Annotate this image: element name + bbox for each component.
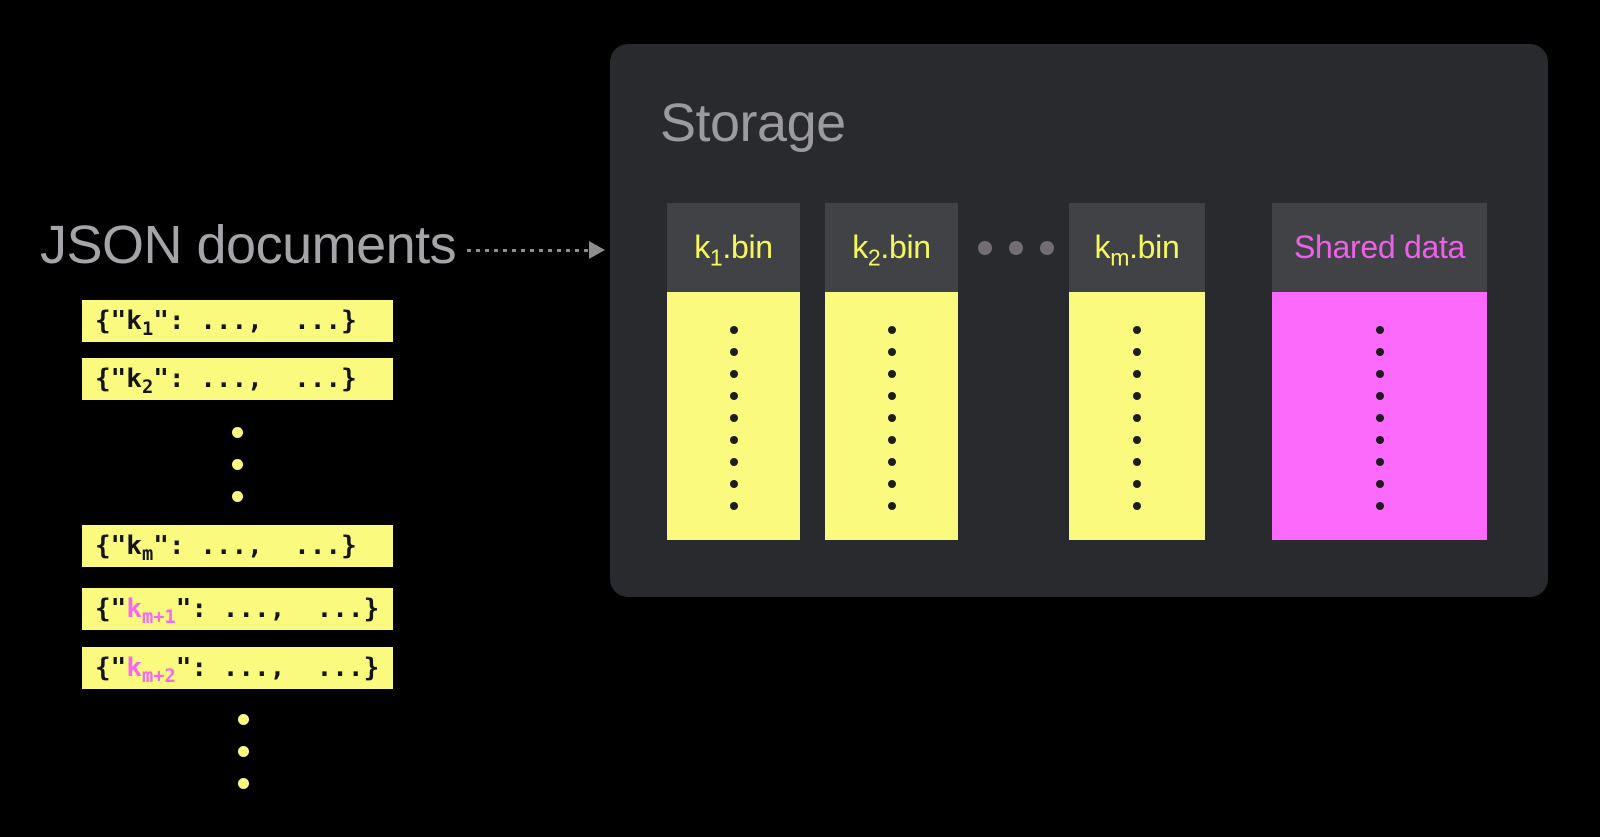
storage-title: Storage [660, 93, 846, 153]
bin-label: k2.bin [852, 229, 931, 271]
vertical-ellipsis-dots [238, 714, 249, 789]
storage-panel: Storage k1.bin k2.bin [610, 44, 1548, 597]
bin-column-k1: k1.bin [667, 203, 800, 540]
bin-body [667, 292, 800, 540]
json-documents-label: JSON documents [40, 215, 457, 275]
bin-header: k2.bin [825, 203, 958, 292]
bin-column-km: km.bin [1069, 203, 1205, 540]
shared-data-header: Shared data [1272, 203, 1487, 292]
json-document-row-km2: {"km+2": ..., ...} [82, 647, 393, 689]
bin-body [825, 292, 958, 540]
bin-label: k1.bin [694, 229, 773, 271]
json-document-row-k2: {"k2": ..., ...} [82, 358, 393, 400]
dotted-line [467, 248, 589, 252]
bin-label: km.bin [1094, 229, 1180, 271]
bin-header: k1.bin [667, 203, 800, 292]
arrowhead-icon [589, 241, 605, 259]
json-document-row-k1: {"k1": ..., ...} [82, 300, 393, 342]
vertical-ellipsis-dots [232, 427, 243, 502]
bin-header: km.bin [1069, 203, 1205, 292]
bin-body [1069, 292, 1205, 540]
shared-data-body [1272, 292, 1487, 540]
horizontal-ellipsis-dots [978, 241, 1054, 255]
json-to-storage-arrow [467, 241, 605, 259]
json-document-row-km1: {"km+1": ..., ...} [82, 588, 393, 630]
shared-data-column: Shared data [1272, 203, 1487, 540]
json-document-row-km: {"km": ..., ...} [82, 525, 393, 567]
shared-data-label: Shared data [1293, 229, 1466, 265]
bin-column-k2: k2.bin [825, 203, 958, 540]
